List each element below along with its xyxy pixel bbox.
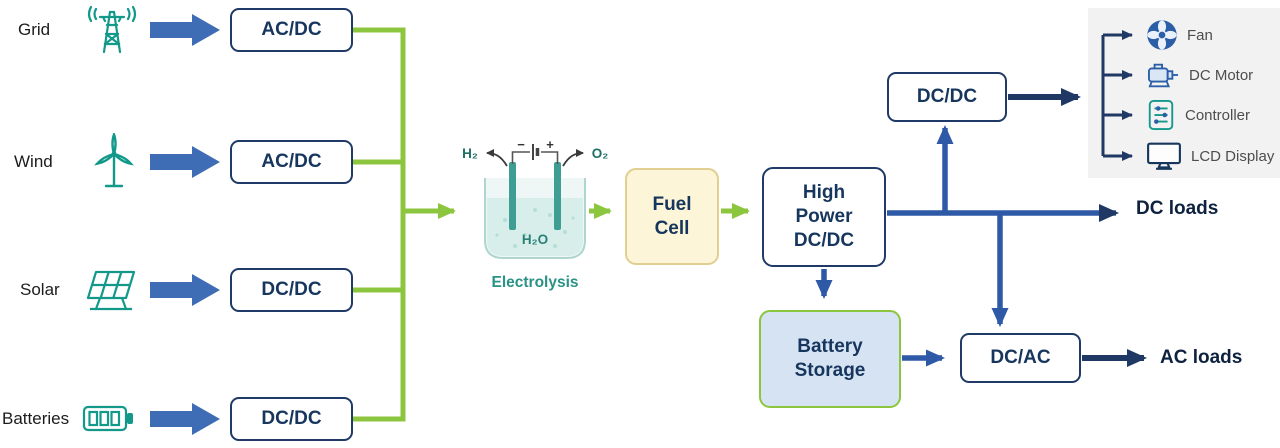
flow-arrow-solar [150,274,220,306]
controller-icon [1148,100,1174,130]
source-label-batteries: Batteries [2,409,70,428]
converter-box-grid: AC/DC [230,8,353,52]
source-label-grid: Grid [18,20,51,39]
flow-arrow-grid [150,14,220,46]
bubbles [495,208,575,248]
load-item-dc-motor: DC Motor [1146,58,1253,92]
dcdc-label: DC/DC [916,86,978,107]
lcd-display-icon [1147,142,1181,170]
ac-loads-label: AC loads [1160,347,1243,368]
fuel-cell-box: Fuel Cell [625,168,719,265]
converter-label: DC/DC [261,408,322,429]
panel-branches [1101,30,1133,161]
navy-arrows [1008,88,1147,367]
load-label-controller: Controller [1185,106,1251,124]
wires [511,151,559,164]
hp-label-line2: Power [795,206,853,227]
wind-turbine-icon [94,133,134,188]
h2-label: H₂ [462,146,478,161]
o2-label: O₂ [592,146,609,161]
dc-loads-label: DC loads [1136,198,1219,219]
converter-box-batteries: DC/DC [230,397,353,441]
source-label-solar: Solar [20,280,60,299]
dcac-inverter-box: DC/AC [960,333,1081,383]
converter-label: AC/DC [261,151,322,172]
load-item-controller: Controller [1146,98,1250,132]
flow-arrow-batteries [150,403,220,435]
fan-icon [1147,20,1177,50]
converter-box-solar: DC/DC [230,268,353,312]
load-label-fan: Fan [1187,26,1213,44]
dcac-label: DC/AC [990,347,1051,368]
load-item-fan: Fan [1146,18,1213,52]
electrolysis-label: Electrolysis [491,274,579,291]
battery-storage-label-line1: Battery [797,336,863,357]
blue-distribution [815,125,1119,367]
dc-motor-icon [1148,63,1178,88]
hp-label-line3: DC/DC [793,230,855,251]
plus-terminal-label: + [546,140,554,152]
battery-storage-label-line2: Storage [794,360,866,381]
h2o-label: H₂O [522,232,548,247]
load-label-dc-motor: DC Motor [1189,66,1254,84]
flow-arrow-wind [150,146,220,178]
solar-panel-icon [86,270,136,311]
electrode-left [509,162,516,230]
dcdc-converter-box: DC/DC [887,72,1007,122]
o2-out-arrow [562,149,584,167]
converter-box-wind: AC/DC [230,140,353,184]
minus-terminal-label: − [517,140,525,152]
green-bus [353,27,750,422]
source-label-wind: Wind [14,152,53,171]
battery-storage-box: Battery Storage [759,310,901,408]
load-label-lcd-display: LCD Display [1191,147,1275,165]
converter-label: AC/DC [261,19,322,40]
high-power-dcdc-box: High Power DC/DC [762,167,886,267]
converter-label: DC/DC [261,279,322,300]
fuel-cell-label-line1: Fuel [652,193,692,215]
fuel-cell-label-line2: Cell [654,217,690,239]
load-item-lcd-display: LCD Display [1146,139,1274,173]
source-flow-arrows [150,14,220,435]
bus-stubs [353,27,402,422]
grid-tower-icon [87,5,137,54]
electrode-right [554,162,561,230]
electrolysis-graphic: − + H₂ O₂ H₂O [462,140,609,259]
h2-out-arrow [486,149,508,167]
battery-icon [82,405,133,432]
hp-label-line1: High [802,182,846,203]
beaker-liquid [487,198,583,256]
